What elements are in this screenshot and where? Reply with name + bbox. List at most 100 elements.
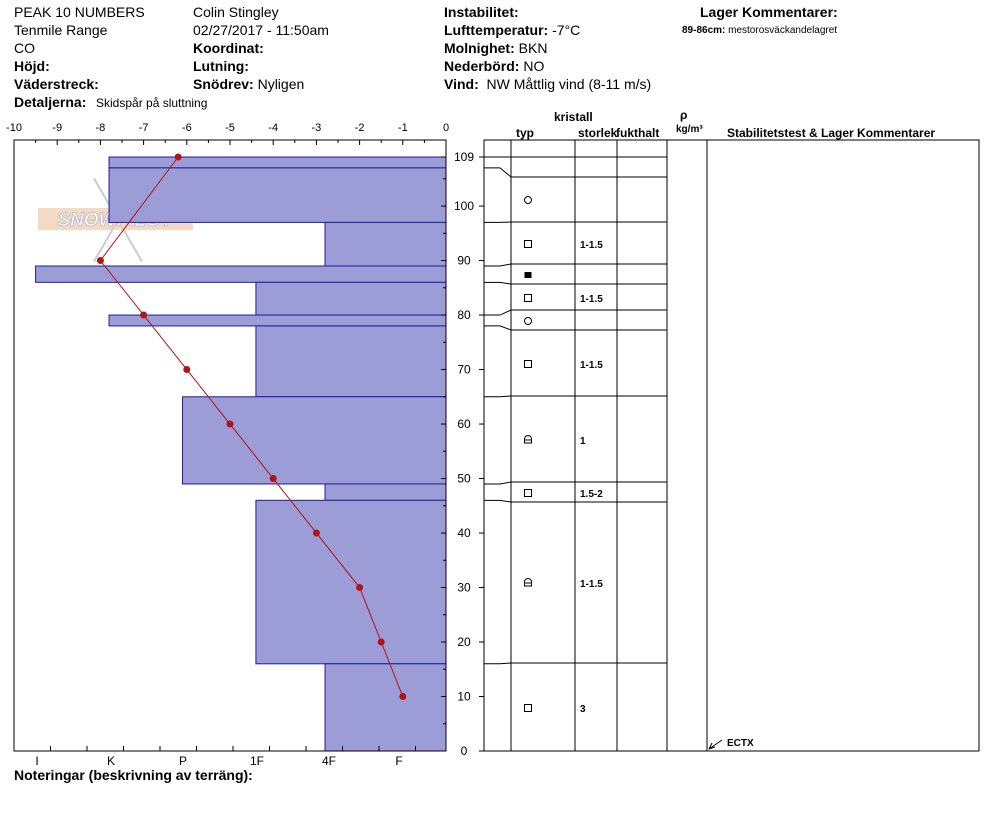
header-comments: Stabilitetstest & Lager Kommentarer [727,126,936,140]
layer-connector [484,662,512,665]
temperature-point [399,693,407,701]
hardness-bar [108,314,447,327]
layer-connector [484,309,512,316]
temp-tick-label: -7 [139,122,149,134]
hardness-bar [35,265,447,283]
crystal-size-label: 1-1.5 [580,579,603,590]
temp-tick-label: -8 [96,122,106,134]
hardness-bar [324,483,447,501]
height-tick-label: 109 [454,150,474,164]
temperature-point [269,475,277,483]
hojd-label: Höjd: [14,58,50,74]
lager-comment: 89-86cm: mestorosväckandelagret [682,25,837,37]
crystal-facet-icon [524,360,532,368]
hardness-tick-label: K [107,754,115,768]
header-density-unit: kg/m³ [676,124,703,135]
layer-connector [484,167,512,178]
temperature-point [96,257,104,265]
vind-label: Vind: [444,76,479,92]
temperature-point [183,366,191,374]
lufttemp-value: -7°C [552,22,581,38]
height-tick-label: 80 [457,308,471,322]
temperature-point [377,638,385,646]
hardness-bar [108,167,447,223]
instabilitet-label: Instabilitet: [444,4,519,20]
temp-tick-label: -5 [225,122,235,134]
header-typ: typ [516,126,534,140]
crystal-size-label: 1-1.5 [580,294,603,305]
header-kristall: kristall [554,110,593,124]
hardness-tick-label: F [395,754,402,768]
hardness-bar [255,281,447,316]
lufttemp-row: Lufttemperatur: -7°C [444,22,580,38]
molnighet-row: Molnighet: BKN [444,40,547,56]
temperature-point [312,529,320,537]
layer-connector [484,263,512,267]
temperature-line [99,156,404,697]
detaljerna-label: Detaljerna: [14,94,87,110]
observer-name: Colin Stingley [193,4,279,20]
hardness-bar [181,396,447,485]
lutning-label: Lutning: [193,58,249,74]
hardness-bars [35,156,447,752]
hardness-bar [255,499,447,665]
temperature-point [140,311,148,319]
crystal-size-label: 1-1.5 [580,240,603,251]
location-name: PEAK 10 NUMBERS [14,4,145,20]
layer-connector [484,395,512,398]
table-frame [483,139,980,752]
header-storlek: storlek [578,126,618,140]
crystal-size-label: 3 [580,704,586,715]
crystal-facet-icon [524,704,532,712]
crystal-facet-icon [524,294,532,302]
temp-tick-label: -4 [268,122,278,134]
height-tick-label: 0 [461,744,468,758]
molnighet-label: Molnighet: [444,40,515,56]
crystal-facet-icon [524,240,532,248]
chart-frames [13,139,980,752]
crystal-size-label: 1-1.5 [580,360,603,371]
temperature-point [226,420,234,428]
layer-connector [484,325,512,331]
hardness-tick-label: 1F [250,754,264,768]
snodrev-value: Nyligen [257,76,305,92]
temperature-profile [96,153,407,701]
height-tick-label: 10 [457,690,471,704]
crystal-size-label: 1 [580,436,586,447]
snodrev-row: Snödrev: Nyligen [193,76,304,92]
lufttemp-label: Lufttemperatur: [444,22,549,38]
temperature-point [356,584,364,592]
temp-tick-label: -10 [6,122,22,134]
range-name: Tenmile Range [14,22,108,38]
height-tick-label: 90 [457,254,471,268]
height-tick-label: 100 [454,199,474,213]
stability-test-pointer [708,739,723,750]
height-tick-label: 20 [457,635,471,649]
hardness-bar [108,156,447,169]
layer-connector [484,481,512,485]
crystal-round-icon [524,196,532,204]
hardness-bar [255,325,447,398]
temp-tick-label: -9 [52,122,62,134]
crystal-depth-hoar-icon [524,578,532,587]
nederbord-value: NO [523,58,545,74]
temp-tick-label: 0 [443,122,449,134]
temp-tick-label: -1 [398,122,408,134]
height-tick-label: 40 [457,526,471,540]
temp-tick-label: -3 [312,122,322,134]
crystal-depth-hoar-icon [524,435,532,444]
molnighet-value: BKN [518,40,548,56]
vaderstreck-label: Väderstreck: [14,76,99,92]
vind-row: Vind: NW Måttlig vind (8-11 m/s) [444,76,651,92]
temp-tick-label: -6 [182,122,192,134]
snodrev-label: Snödrev: [193,76,254,92]
notes-label: Noteringar (beskrivning av terräng): [14,767,253,783]
temperature-point [174,153,182,161]
lager-layer: 89-86cm: [682,25,726,36]
layer-connector [484,281,512,285]
crystal-size-label: 1.5-2 [580,489,603,500]
hardness-tick-label: P [179,754,187,768]
vind-value: NW Måttlig vind (8-11 m/s) [486,76,652,92]
